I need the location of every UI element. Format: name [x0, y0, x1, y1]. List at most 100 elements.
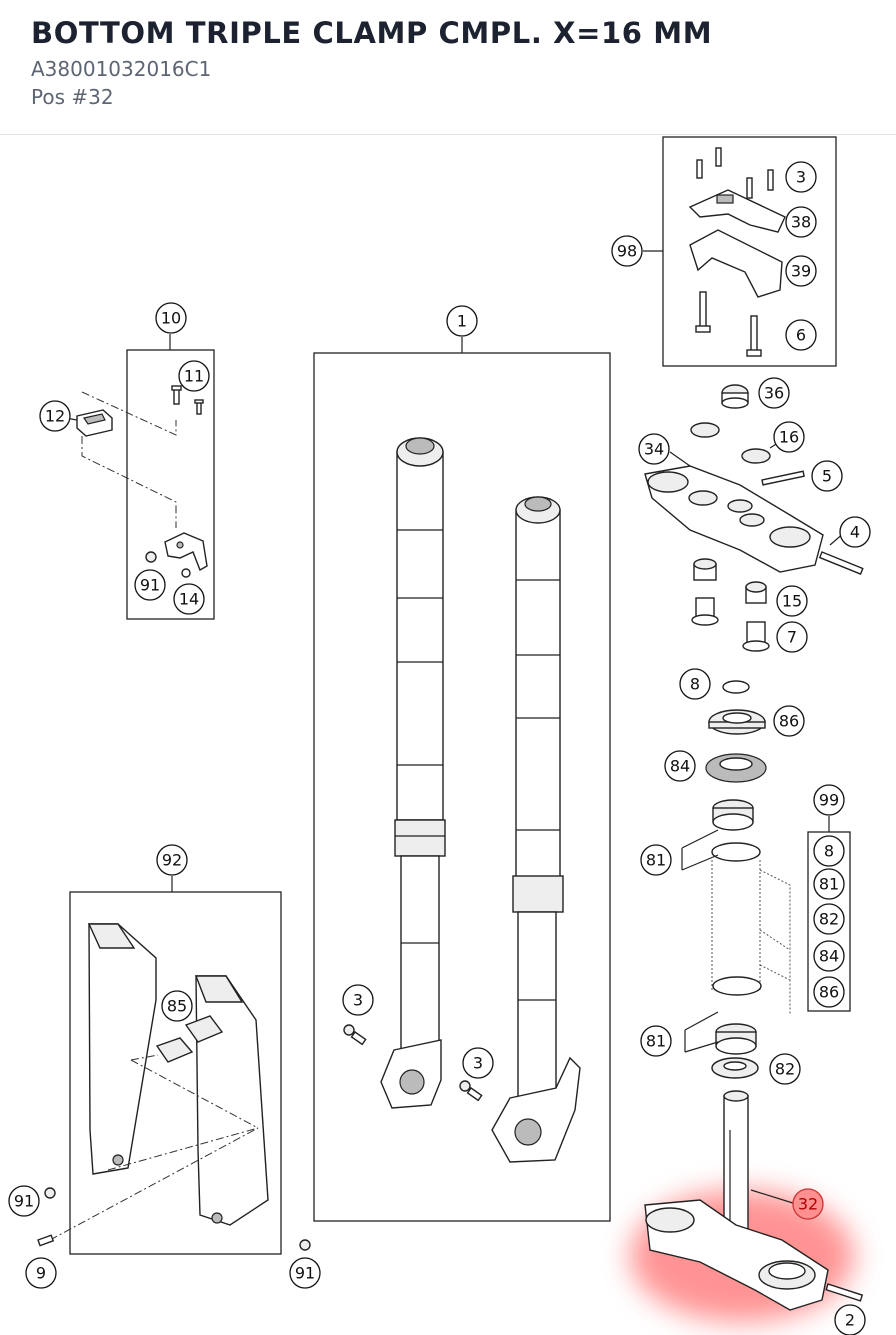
part-3-bolts-fork-right [459, 1080, 483, 1102]
svg-text:34: 34 [644, 440, 664, 459]
exploded-parts-diagram: 1 10 11 12 91 14 98 3 38 39 6 36 16 34 5… [8, 136, 871, 1335]
callout-9: 9 [25, 1257, 57, 1289]
group-box-92 [69, 891, 282, 1255]
svg-text:5: 5 [822, 467, 832, 486]
part-91-bolt-b [44, 1187, 56, 1199]
part-38-upper-clamp [688, 189, 786, 233]
svg-text:32: 32 [798, 1195, 818, 1214]
callout-38: 38 [785, 206, 817, 238]
part-4-screw [818, 551, 864, 575]
callout-91-bottom: 91 [289, 1257, 321, 1289]
callout-82: 82 [769, 1053, 801, 1085]
svg-text:6: 6 [796, 326, 806, 345]
part-15-bushings [693, 558, 767, 604]
part-39-lower-clamp [689, 229, 783, 298]
callout-99-8: 8 [813, 835, 845, 867]
callout-81-upper: 81 [640, 844, 672, 876]
part-14-holder [164, 532, 208, 578]
svg-text:91: 91 [140, 576, 160, 595]
part-9-screw [37, 1234, 55, 1247]
callout-99-82: 82 [813, 903, 845, 935]
callout-3-clamp: 3 [785, 161, 817, 193]
svg-text:9: 9 [36, 1264, 46, 1283]
part-85-guard-clips [155, 1015, 224, 1063]
svg-text:81: 81 [646, 1032, 666, 1051]
callout-99-86: 86 [813, 976, 845, 1008]
svg-text:11: 11 [184, 367, 204, 386]
callout-36: 36 [758, 377, 790, 409]
callout-3-fork-left: 3 [342, 984, 374, 1016]
svg-text:1: 1 [457, 312, 467, 331]
svg-text:82: 82 [819, 910, 839, 929]
svg-text:91: 91 [295, 1264, 315, 1283]
svg-text:8: 8 [690, 675, 700, 694]
callout-81-lower: 81 [640, 1025, 672, 1057]
part-1-fork-left [380, 437, 446, 1109]
svg-text:85: 85 [167, 997, 187, 1016]
part-84-seal [705, 753, 767, 783]
svg-text:8: 8 [824, 842, 834, 861]
part-81-bearing-upper [712, 799, 754, 831]
part-92-fork-guard-left [87, 923, 157, 1175]
part-3-bolts-fork-left [343, 1024, 367, 1046]
svg-text:36: 36 [764, 384, 784, 403]
part-16-bushings [690, 422, 771, 464]
part-2-screw [825, 1283, 864, 1302]
callout-99-81: 81 [813, 868, 845, 900]
part-92-fork-guard-right [194, 975, 269, 1226]
svg-text:38: 38 [791, 213, 811, 232]
svg-text:4: 4 [850, 523, 860, 542]
svg-text:2: 2 [845, 1311, 855, 1330]
svg-text:92: 92 [162, 851, 182, 870]
svg-text:84: 84 [670, 757, 690, 776]
svg-text:86: 86 [819, 983, 839, 1002]
callout-1: 1 [446, 305, 478, 337]
svg-text:15: 15 [782, 592, 802, 611]
part-82-seal-ring [711, 1057, 759, 1079]
callout-3-fork-right: 3 [462, 1047, 494, 1079]
part-7-sleeves [691, 597, 770, 652]
svg-text:82: 82 [775, 1060, 795, 1079]
position-label: Pos #32 [31, 85, 114, 109]
svg-text:84: 84 [819, 947, 839, 966]
svg-text:81: 81 [819, 875, 839, 894]
page-title: BOTTOM TRIPLE CLAMP CMPL. X=16 MM [31, 16, 713, 50]
svg-text:3: 3 [473, 1054, 483, 1073]
svg-text:16: 16 [779, 428, 799, 447]
callout-85: 85 [161, 990, 193, 1022]
header: BOTTOM TRIPLE CLAMP CMPL. X=16 MM A38001… [0, 0, 896, 135]
part-5-screw [761, 470, 805, 486]
part-1-fork-right [491, 496, 581, 1163]
callout-4: 4 [839, 516, 871, 548]
callout-10: 10 [155, 302, 187, 334]
callout-99: 99 [813, 784, 845, 816]
svg-text:3: 3 [796, 168, 806, 187]
callout-12: 12 [39, 400, 71, 432]
svg-text:86: 86 [779, 712, 799, 731]
part-11-screws [171, 385, 204, 415]
part-12-clip [76, 409, 113, 437]
callout-92: 92 [156, 844, 188, 876]
part-36-nut [721, 384, 749, 409]
callout-91-guard: 91 [8, 1185, 40, 1217]
svg-text:91: 91 [14, 1192, 34, 1211]
callout-98: 98 [611, 235, 643, 267]
part-6-handlebar-screws [695, 291, 762, 357]
svg-text:39: 39 [791, 262, 811, 281]
part-8-o-ring [722, 680, 750, 694]
part-91-bolt-a [145, 551, 157, 563]
part-number: A38001032016C1 [31, 57, 212, 81]
svg-text:12: 12 [45, 407, 65, 426]
svg-text:99: 99 [819, 791, 839, 810]
callout-86: 86 [773, 705, 805, 737]
callout-7: 7 [776, 621, 808, 653]
callout-5: 5 [811, 460, 843, 492]
callout-2: 2 [834, 1304, 866, 1335]
callout-16: 16 [773, 421, 805, 453]
callout-39: 39 [785, 255, 817, 287]
steering-head-tube [711, 842, 791, 1015]
svg-text:10: 10 [161, 309, 181, 328]
callout-99-84: 84 [813, 940, 845, 972]
svg-text:81: 81 [646, 851, 666, 870]
callout-32-highlighted[interactable]: 32 [792, 1188, 824, 1220]
